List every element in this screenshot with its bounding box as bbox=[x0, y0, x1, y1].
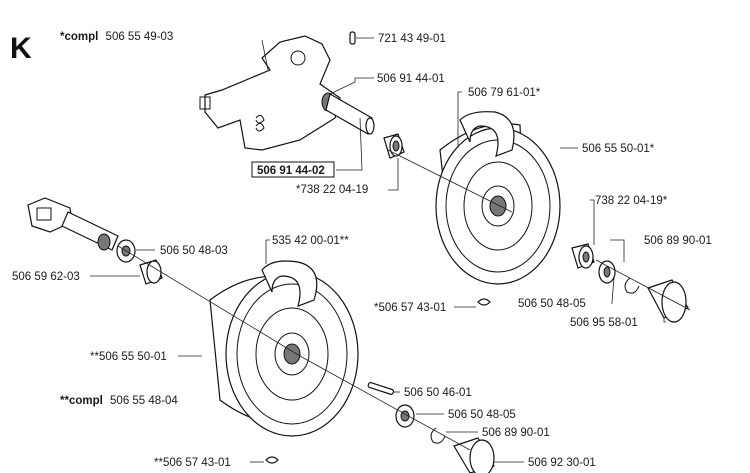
mounting-bracket bbox=[199, 35, 341, 151]
header-number: 506 55 49-03 bbox=[106, 31, 174, 43]
group2-number: 506 55 48-04 bbox=[110, 395, 178, 407]
label-506-55-50-01-dbl: **506 55 50-01 bbox=[90, 351, 167, 363]
hub-cap-right bbox=[647, 279, 689, 323]
label-535-42-00-01: 535 42 00-01** bbox=[272, 235, 349, 247]
section-letter: K bbox=[10, 32, 32, 65]
clip-lower-right bbox=[430, 427, 446, 444]
label-738-22-04-19-upper: *738 22 04-19 bbox=[296, 184, 368, 196]
group2-assembly-label: **compl 506 55 48-04 bbox=[60, 395, 178, 407]
roll-pin bbox=[349, 31, 356, 45]
label-506-79-61-01: 506 79 61-01* bbox=[468, 87, 541, 99]
lock-pin-upper bbox=[477, 298, 491, 306]
label-506-92-30-01: 506 92 30-01 bbox=[528, 457, 596, 469]
label-506-95-58-01: 506 95 58-01 bbox=[570, 317, 638, 329]
label-721-43-49-01: 721 43 49-01 bbox=[378, 33, 446, 45]
label-506-55-50-01-star: 506 55 50-01* bbox=[582, 143, 655, 155]
label-506-50-48-05-lower: 506 50 48-05 bbox=[448, 409, 516, 421]
clip-right bbox=[624, 277, 640, 294]
label-506-57-43-01-lower: **506 57 43-01 bbox=[154, 457, 231, 469]
label-738-22-04-19-right: 738 22 04-19* bbox=[595, 195, 668, 207]
wheel-upper bbox=[435, 111, 561, 285]
header-prefix: *compl bbox=[60, 31, 98, 43]
label-506-50-46-01: 506 50 46-01 bbox=[404, 387, 472, 399]
wheel-lower bbox=[209, 260, 359, 437]
axle-shaft-lower bbox=[27, 197, 119, 251]
header-assembly-label: *compl 506 55 49-03 bbox=[60, 31, 173, 43]
roll-pin-lower bbox=[367, 382, 395, 395]
label-506-89-90-01-lower: 506 89 90-01 bbox=[482, 427, 550, 439]
boxed-label-frame bbox=[251, 161, 335, 178]
label-506-91-44-01: 506 91 44-01 bbox=[377, 73, 445, 85]
bushing-right bbox=[571, 243, 595, 269]
washer-right bbox=[598, 260, 616, 284]
leader-lines bbox=[90, 37, 691, 463]
label-506-91-44-02: 506 91 44-02 bbox=[257, 165, 325, 177]
bushing-upper bbox=[383, 133, 405, 159]
bushing-lower-left bbox=[139, 259, 163, 285]
lock-pin-lower bbox=[265, 456, 279, 464]
label-506-59-62-03: 506 59 62-03 bbox=[12, 271, 80, 283]
label-506-50-48-03: 506 50 48-03 bbox=[160, 245, 228, 257]
group2-prefix: **compl bbox=[60, 395, 103, 407]
hub-cap-lower bbox=[453, 437, 495, 473]
label-506-57-43-01-upper: *506 57 43-01 bbox=[374, 302, 446, 314]
label-506-89-90-01-upper: 506 89 90-01 bbox=[644, 235, 712, 247]
washer-lower-right bbox=[395, 404, 415, 428]
label-506-50-48-05-upper: 506 50 48-05 bbox=[518, 298, 586, 310]
